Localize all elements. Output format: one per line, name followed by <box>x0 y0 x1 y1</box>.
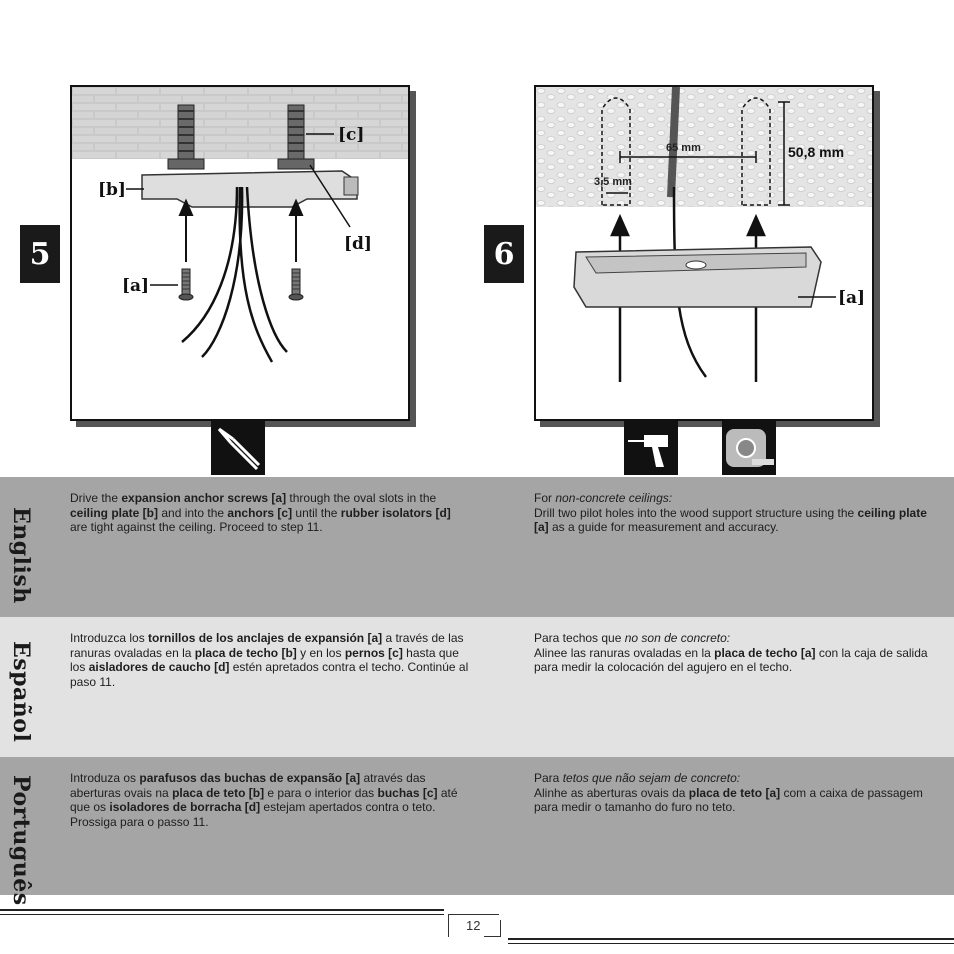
leader-d <box>309 164 351 228</box>
band-espanol: Español Introduzca los tornillos de los … <box>0 617 954 757</box>
text-run: as a guide for measurement and accuracy. <box>548 520 779 534</box>
anchor-left <box>177 104 195 168</box>
ceiling-texture <box>72 87 408 159</box>
text-run: placa de teto [b] <box>172 785 265 800</box>
arrows <box>178 198 304 262</box>
isolator-left <box>167 158 205 170</box>
portugues-step6-text: Para tetos que não sejam de concreto:Ali… <box>534 771 934 815</box>
text-run: a través de las ranuras ovaladas en la <box>70 631 464 660</box>
text-run: buchas [c] <box>377 785 438 800</box>
text-run: Drill two pilot holes into the wood supp… <box>534 505 858 520</box>
text-run: Alinee las ranuras ovaladas en la <box>534 645 715 660</box>
step5-drawing: [c] [b] [d] [a] <box>72 87 408 363</box>
ceiling-texture <box>536 87 872 207</box>
ceiling-plate <box>141 170 358 208</box>
text-run: ceiling plate [b] <box>70 505 159 520</box>
text-run: Introduza os <box>70 771 140 785</box>
text-run: placa de techo [b] <box>194 645 297 660</box>
text-run: con la caja de salida para medir la colo… <box>534 645 928 675</box>
text-run: placa de techo [a] <box>714 645 816 660</box>
dim-spacing: 65 mm <box>666 142 701 154</box>
callout-a: [a] <box>838 288 865 308</box>
portugues-step5-text: Introduza os parafusos das buchas de exp… <box>70 771 470 829</box>
plate-hole <box>685 260 707 270</box>
callout-b: [b] <box>98 180 126 200</box>
language-label-espanol: Español <box>8 641 34 743</box>
footer-rule-right <box>508 938 954 944</box>
text-run: estejam apertados contra o teto. Prossig… <box>70 800 436 829</box>
espanol-step5-text: Introduzca los tornillos de los anclajes… <box>70 631 470 689</box>
step6-illustration: 65 mm 3,5 mm 50,8 mm [a] <box>534 85 874 421</box>
band-portugues: Português Introduza os parafusos das buc… <box>0 757 954 906</box>
screw-left <box>178 268 194 301</box>
text-run: Introduzca los <box>70 631 149 645</box>
text-run: tetos que não sejam de concreto: <box>562 771 741 785</box>
tape-measure-icon <box>722 421 776 475</box>
text-run: Para <box>534 771 563 785</box>
footer-rule-left <box>0 909 444 915</box>
text-run: até que os <box>70 785 458 815</box>
text-run: com a caixa de passagem para medir o tam… <box>534 785 923 815</box>
text-run: aisladores de caucho [d] <box>88 660 230 674</box>
text-run: placa de teto [a] <box>688 785 781 800</box>
wires <box>181 186 288 363</box>
step-number-6: 6 <box>484 225 524 283</box>
anchor-right <box>287 104 305 168</box>
text-run: estén apretados contra el techo. Continú… <box>70 660 469 689</box>
text-run: tornillos de los anclajes de expansión [… <box>148 631 383 645</box>
text-run: Drive the <box>70 491 122 505</box>
language-label-portugues: Português <box>8 775 34 906</box>
step6-drawing: 65 mm 3,5 mm 50,8 mm [a] <box>536 87 872 382</box>
espanol-step6-text: Para techos que no son de concreto:Aline… <box>534 631 934 675</box>
text-run: non-concrete ceilings: <box>555 491 673 505</box>
text-run: Alinhe as aberturas ovais da <box>534 785 689 800</box>
step5-illustration: [c] [b] [d] [a] <box>70 85 410 421</box>
step-number-5: 5 <box>20 225 60 283</box>
isolator-right <box>277 158 315 170</box>
dimension-lines <box>606 101 790 206</box>
text-run: expansion anchor screws [a] <box>121 491 287 505</box>
text-run: y en los <box>296 645 345 660</box>
text-run: are tight against the ceiling. Proceed t… <box>70 520 323 534</box>
text-run: e para o interior das <box>264 785 378 800</box>
text-run: anchors [c] <box>227 505 293 520</box>
dim-diameter: 3,5 mm <box>594 176 632 188</box>
text-run: rubber isolators [d] <box>340 505 451 520</box>
text-run: isoladores de borracha [d] <box>109 800 261 814</box>
text-run: parafusos das buchas de expansão [a] <box>139 771 361 785</box>
page-number: 12 <box>466 918 481 933</box>
english-step5-text: Drive the expansion anchor screws [a] th… <box>70 491 470 535</box>
callout-d: [d] <box>344 234 372 254</box>
callout-a: [a] <box>122 276 149 296</box>
wire-stripper-icon <box>211 421 265 475</box>
text-run: until the <box>292 505 341 520</box>
english-step6-text: For non-concrete ceilings:Drill two pilo… <box>534 491 934 535</box>
plate-tab <box>343 176 359 196</box>
text-run: ceiling plate [a] <box>534 505 927 535</box>
page-number-bracket <box>448 914 499 937</box>
language-label-english: English <box>8 507 34 604</box>
drill-icon <box>624 421 678 475</box>
pencil <box>667 87 680 198</box>
text-run: pernos [c] <box>344 645 403 660</box>
dim-depth: 50,8 mm <box>788 144 844 160</box>
text-run: For <box>534 491 556 505</box>
page-number-bracket-end <box>484 920 501 937</box>
callout-c: [c] <box>338 125 364 145</box>
text-run: and into the <box>158 505 228 520</box>
text-run: no son de concreto: <box>624 631 731 645</box>
text-run: hasta que los <box>70 645 459 675</box>
text-run: através das aberturas ovais na <box>70 771 426 800</box>
band-english: English Drive the expansion anchor screw… <box>0 477 954 617</box>
screw-right <box>288 268 304 301</box>
text-run: through the oval slots in the <box>286 491 437 505</box>
text-run: Para techos que <box>534 631 625 645</box>
